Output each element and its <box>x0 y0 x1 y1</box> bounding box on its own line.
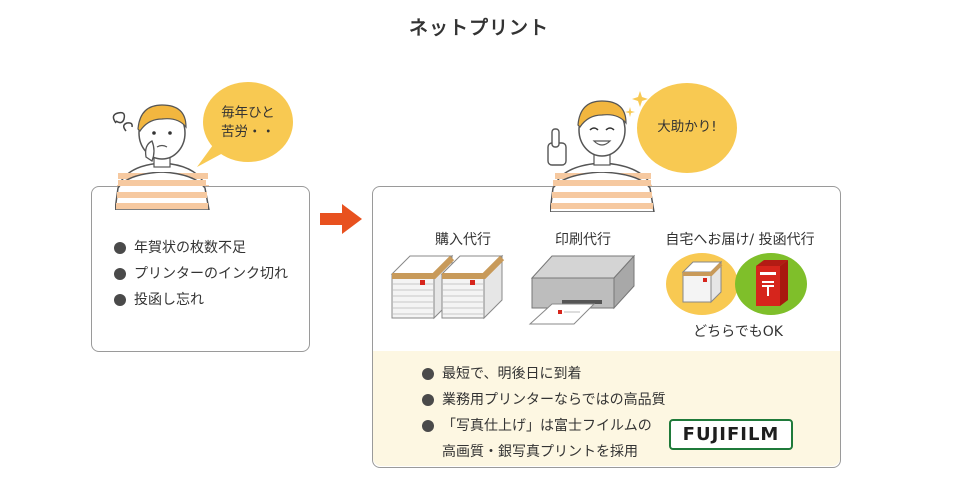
home-delivery-icon <box>666 253 738 315</box>
happy-shirt-overlay <box>550 172 655 212</box>
bullet-dot <box>114 294 126 306</box>
postbox-icon <box>735 253 807 315</box>
list-item: プリンターのインク切れ <box>114 261 288 287</box>
fujifilm-logo: FUJIFILM <box>669 419 793 450</box>
bubble-line-1: 毎年ひと <box>221 105 275 121</box>
bullet-dot <box>422 368 434 380</box>
step-label-delivery: 自宅へお届け/ 投函代行 <box>665 232 815 248</box>
person-shirt-overlay <box>115 172 210 210</box>
list-item: 業務用プリンターならではの高品質 <box>422 387 666 413</box>
problems-list: 年賀状の枚数不足 プリンターのインク切れ 投函し忘れ <box>114 235 288 313</box>
bubble-line-2: 苦労・・ <box>221 124 275 140</box>
bullet-dot <box>114 242 126 254</box>
list-item: 最短で、明後日に到着 <box>422 361 666 387</box>
arrow-right-icon <box>320 204 362 234</box>
page-title: ネットプリント <box>408 17 549 39</box>
bubble-text: 大助かり! <box>657 119 717 135</box>
relief-speech-bubble: 大助かり! <box>637 83 737 173</box>
list-item: 「写真仕上げ」は富士フイルムの <box>422 413 666 439</box>
bullet-dot <box>422 420 434 432</box>
either-ok-label: どちらでもOK <box>693 324 783 340</box>
benefit-line-continued: 高画質・銀写真プリントを採用 <box>442 444 638 460</box>
benefits-list: 最短で、明後日に到着 業務用プリンターならではの高品質 「写真仕上げ」は富士フイ… <box>422 361 666 439</box>
bullet-dot <box>422 394 434 406</box>
bullet-dot <box>114 268 126 280</box>
step-label-print: 印刷代行 <box>555 232 611 248</box>
problems-box <box>91 186 310 352</box>
step-label-purchase: 購入代行 <box>435 232 491 248</box>
list-item: 年賀状の枚数不足 <box>114 235 288 261</box>
bubble-tail <box>197 145 223 167</box>
postcard-stacks-icon <box>390 254 505 320</box>
worry-speech-bubble: 毎年ひと 苦労・・ <box>203 82 293 162</box>
printer-icon <box>528 254 636 325</box>
list-item: 投函し忘れ <box>114 287 288 313</box>
